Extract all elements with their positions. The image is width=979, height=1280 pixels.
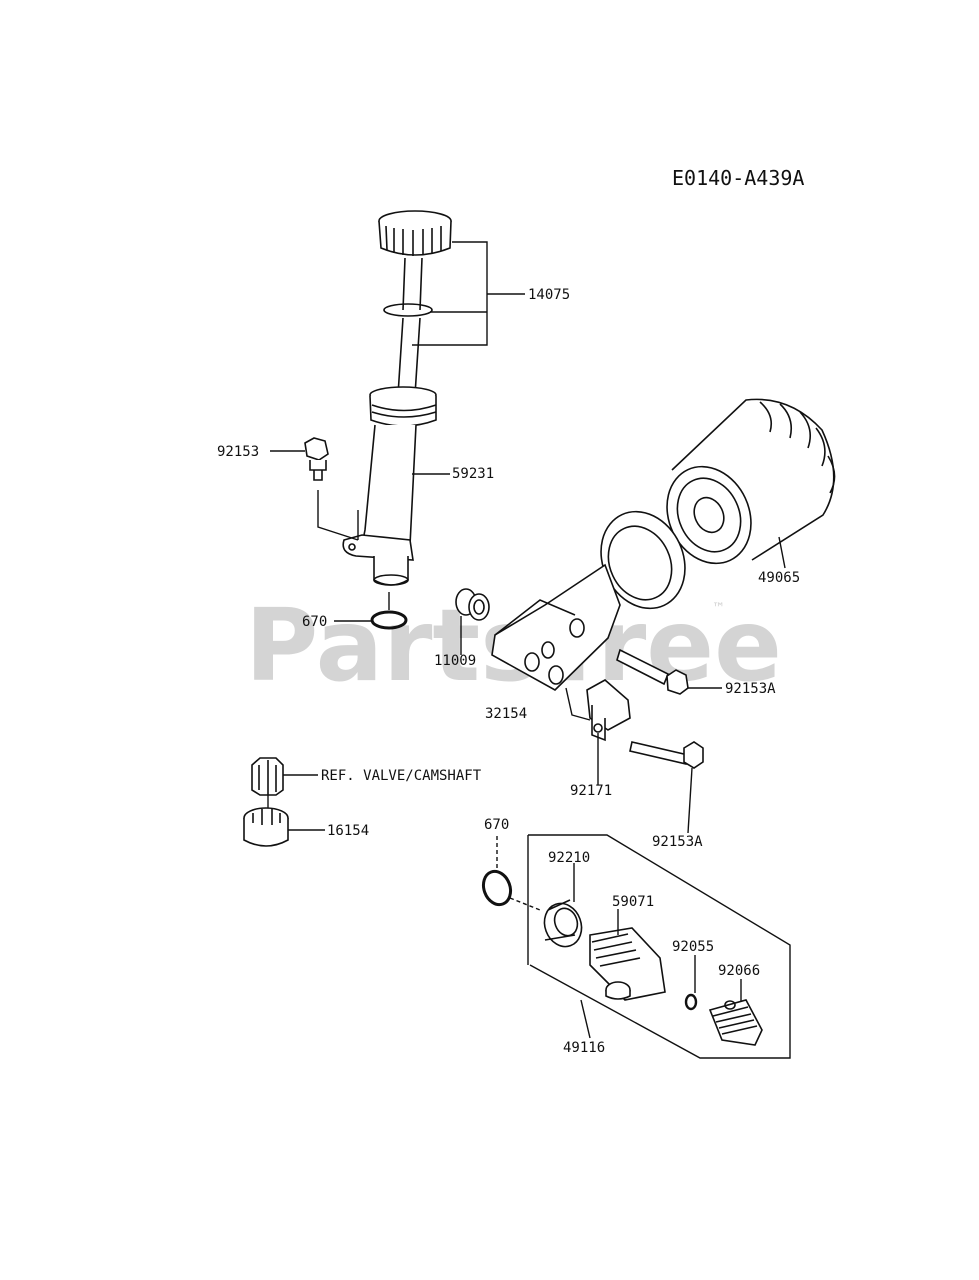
- watermark-trademark: ™: [712, 601, 725, 616]
- callout-92171[interactable]: 92171: [570, 783, 612, 799]
- washer-part-92055[interactable]: [684, 993, 698, 1011]
- pipe-part-59071[interactable]: [589, 927, 666, 1001]
- callout-32154[interactable]: 32154: [485, 706, 527, 722]
- callout-92210[interactable]: 92210: [548, 850, 590, 866]
- oil-filter-part-49065[interactable]: [652, 398, 836, 577]
- filter-mount-part-32154[interactable]: [491, 498, 700, 691]
- clamp-part-92171[interactable]: [586, 679, 631, 742]
- callout-16154[interactable]: 16154: [327, 823, 369, 839]
- callout-92153A-upper[interactable]: 92153A: [725, 681, 776, 697]
- gear-part-16154[interactable]: [243, 807, 289, 847]
- bolt-part-92153A-lower[interactable]: [629, 741, 704, 769]
- callout-59071[interactable]: 59071: [612, 894, 654, 910]
- callout-ref-valve-camshaft: REF. VALVE/CAMSHAFT: [321, 768, 482, 784]
- callout-11009[interactable]: 11009: [434, 653, 476, 669]
- fitting-part-11009[interactable]: [455, 588, 490, 621]
- callout-49116[interactable]: 49116: [563, 1040, 605, 1056]
- nut-part-92210[interactable]: [539, 898, 588, 952]
- dipstick-part-14075[interactable]: [378, 210, 452, 396]
- oil-filler-tube-part-59231[interactable]: [342, 386, 437, 586]
- o-ring-part-670-bottom[interactable]: [479, 868, 515, 909]
- o-ring-part-670-top[interactable]: [370, 610, 408, 630]
- plug-part-92066[interactable]: [708, 999, 763, 1046]
- diagram-code: E0140-A439A: [672, 166, 804, 190]
- assembly-frame-49116: [527, 834, 791, 1059]
- callout-92066[interactable]: 92066: [718, 963, 760, 979]
- callout-670-bottom[interactable]: 670: [484, 817, 509, 833]
- callout-14075[interactable]: 14075: [528, 287, 570, 303]
- callout-59231[interactable]: 59231: [452, 466, 494, 482]
- ref-valve-camshaft-part: [251, 757, 284, 796]
- callout-49065[interactable]: 49065: [758, 570, 800, 586]
- callout-92153A-lower[interactable]: 92153A: [652, 834, 703, 850]
- callout-92153[interactable]: 92153: [217, 444, 259, 460]
- bolt-part-92153[interactable]: [304, 437, 329, 481]
- callout-92055[interactable]: 92055: [672, 939, 714, 955]
- callout-670-top[interactable]: 670: [302, 614, 327, 630]
